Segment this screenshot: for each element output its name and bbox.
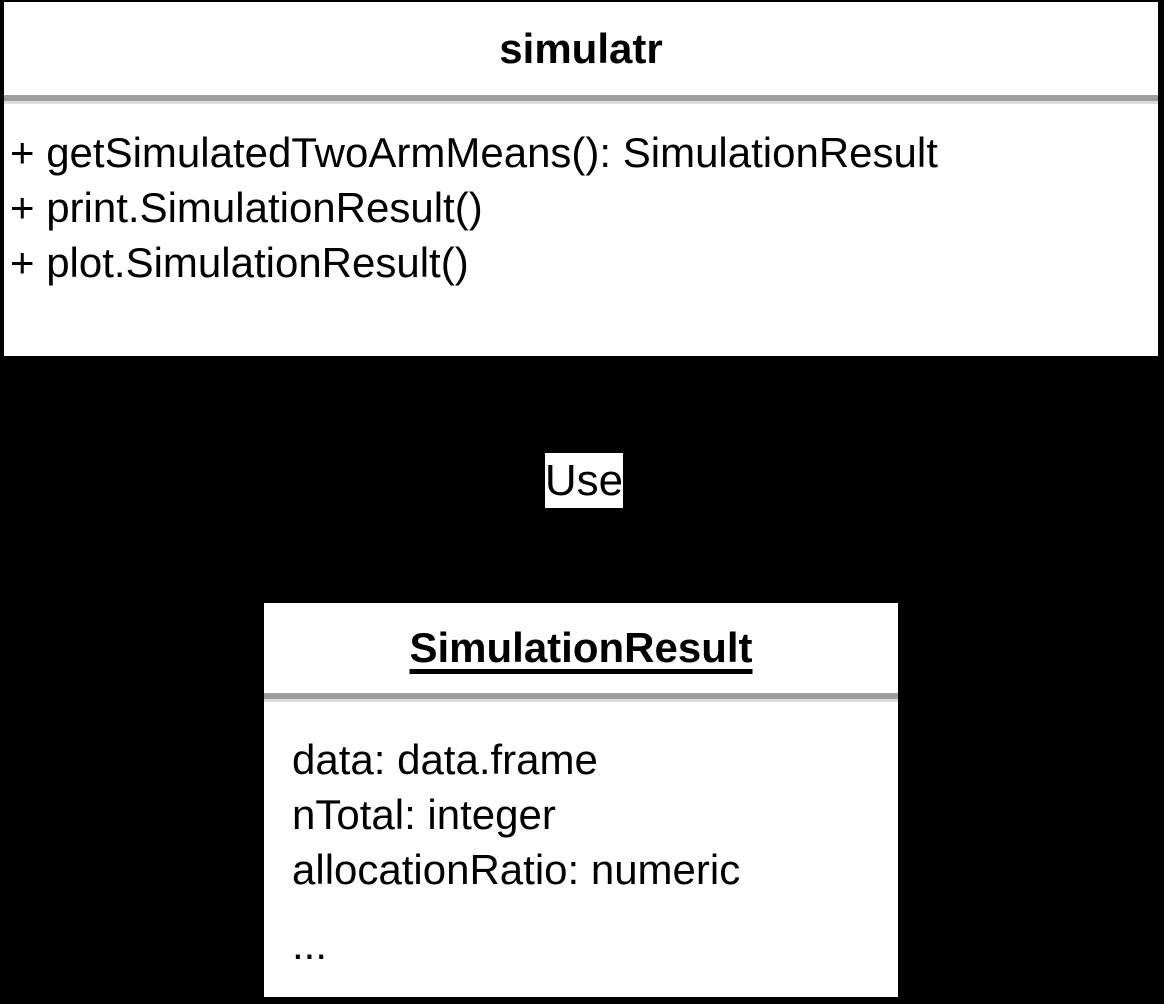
attribute-data: data: data.frame [292, 736, 598, 783]
class-divider [264, 693, 898, 702]
class-title-simulation-result: SimulationResult [264, 603, 898, 693]
attribute-ntotal: nTotal: integer [292, 791, 556, 838]
method-print-simulation-result: + print.SimulationResult() [10, 184, 483, 231]
method-list: + getSimulatedTwoArmMeans(): SimulationR… [4, 104, 1158, 290]
attribute-list: data: data.frame nTotal: integer allocat… [264, 702, 898, 972]
attribute-allocation-ratio: allocationRatio: numeric [292, 846, 741, 893]
class-box-simulation-result: SimulationResult data: data.frame nTotal… [261, 600, 901, 1000]
class-title-text: SimulationResult [409, 624, 753, 671]
class-title-simulatr: simulatr [499, 24, 663, 72]
method-get-simulated-two-arm-means: + getSimulatedTwoArmMeans(): SimulationR… [10, 129, 938, 176]
class-box-simulatr: simulatr + getSimulatedTwoArmMeans(): Si… [0, 0, 1164, 360]
class-divider [4, 95, 1158, 104]
relationship-label-use: Use [545, 453, 623, 508]
attribute-ellipsis: ... [292, 921, 328, 968]
method-plot-simulation-result: + plot.SimulationResult() [10, 239, 469, 286]
